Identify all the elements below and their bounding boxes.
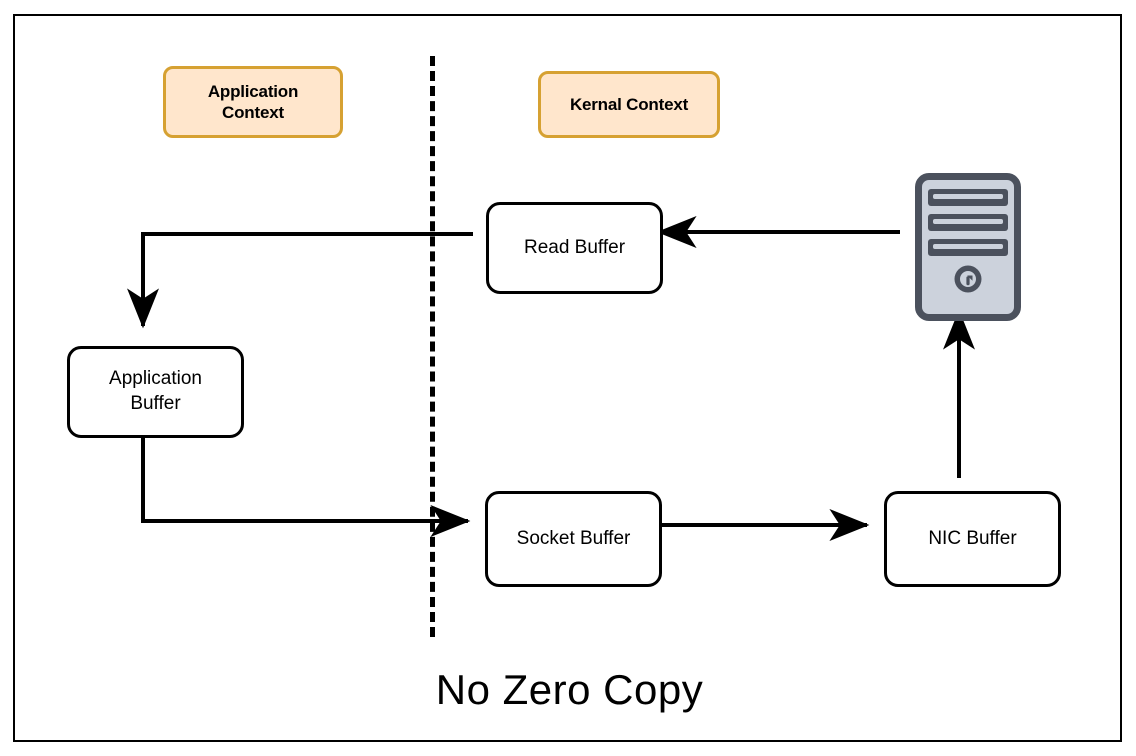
diagram-frame: Application Context Kernal Context Read … [13,14,1122,742]
node-application-buffer: Application Buffer [67,346,244,438]
server-power-icon [954,265,982,293]
node-socket-buffer: Socket Buffer [485,491,662,587]
server-icon [915,173,1021,321]
server-slot-icon [928,239,1008,256]
edge-application-buffer-to-socket-buffer [141,424,471,537]
context-divider-dashed-line [430,56,435,637]
server-slot-icon [928,189,1008,206]
edge-read-buffer-to-application-buffer [127,232,473,329]
context-label-application: Application Context [163,66,343,138]
node-read-buffer: Read Buffer [486,202,663,294]
node-nic-buffer: NIC Buffer [884,491,1061,587]
context-label-kernal: Kernal Context [538,71,720,138]
diagram-caption: No Zero Copy [435,666,704,713]
server-slot-icon [928,214,1008,231]
